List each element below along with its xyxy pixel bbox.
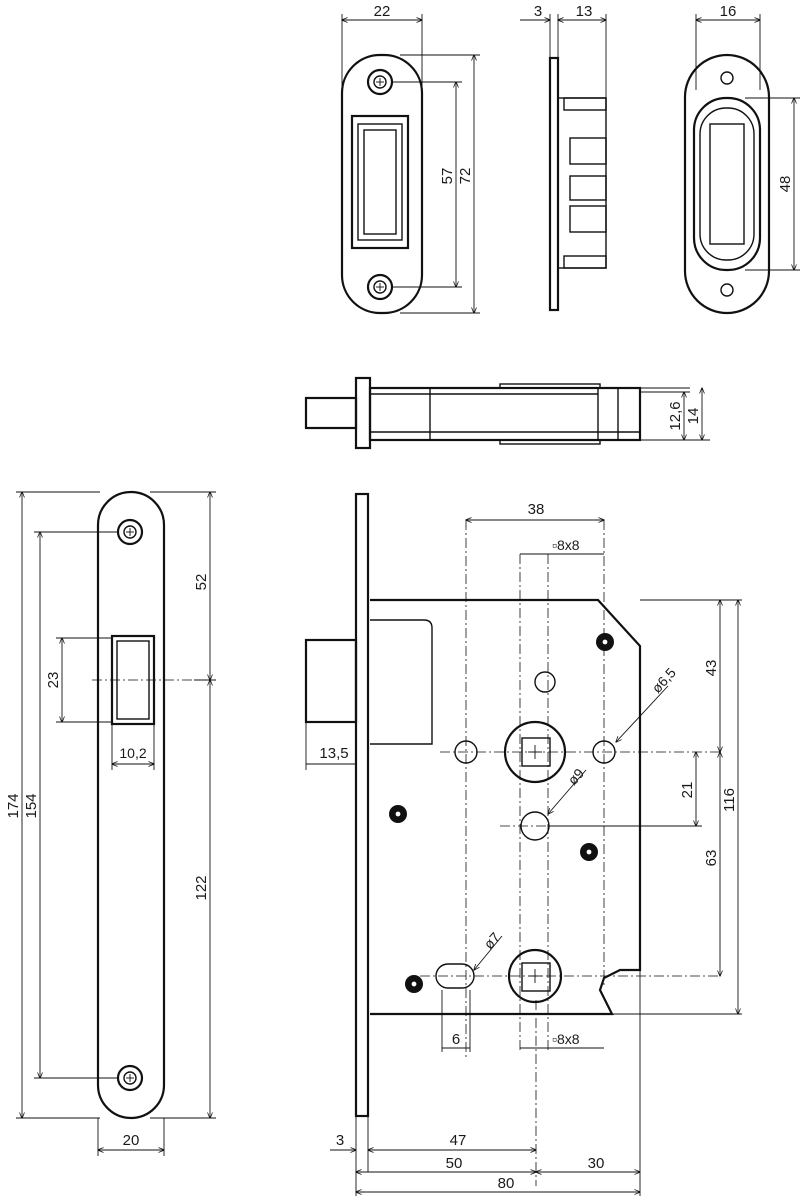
dim-latch-width: 10,2: [119, 745, 146, 761]
follower-icon: [503, 720, 567, 784]
dim-strike-plate-thickness: 3: [534, 3, 542, 20]
dim-strike-width: 22: [374, 3, 391, 20]
dim-strike-height: 72: [457, 168, 474, 185]
bolt-top-view: 12,6 14: [304, 376, 710, 450]
dim-strike-box-depth: 13: [576, 3, 593, 20]
dim-slot: ø7: [480, 929, 503, 952]
dim-square-bottom: ▫8x8: [552, 1031, 580, 1047]
rivet-icon: [596, 633, 614, 651]
strike-cover-view: 16 48: [683, 3, 800, 315]
screw-hole-icon: [116, 518, 144, 546]
rivet-icon: [405, 975, 423, 993]
dim-height-top: 43: [703, 660, 720, 677]
dim-body-height: 14: [685, 408, 702, 425]
dim-slot-width: 6: [452, 1031, 460, 1048]
dim-faceplate-height: 174: [5, 793, 22, 818]
dim-body-rest: 30: [588, 1155, 605, 1172]
dim-front-plate: 3: [336, 1132, 344, 1149]
dim-hole-small: ø6,5: [648, 664, 679, 696]
dim-body-length: 80: [498, 1175, 515, 1192]
hole-icon: [720, 283, 734, 297]
dim-latch-to-bottom: 122: [193, 875, 210, 900]
hole-icon: [720, 71, 734, 85]
dim-body-height: 116: [721, 788, 738, 812]
dim-spindle-to-center: 21: [679, 782, 696, 799]
dim-backset-bottom: 47: [450, 1132, 467, 1149]
dim-cover-width: 16: [720, 3, 737, 20]
dim-cover-opening: 48: [777, 176, 794, 193]
rivet-icon: [580, 843, 598, 861]
strike-plate-front-view: 22 57 72: [340, 3, 480, 315]
dim-latch-projection: 13,5: [319, 745, 348, 762]
hole-icon: [454, 740, 478, 764]
lock-body-view: 38 ▫8x8 ø6,5 ø9 ø7 6 ▫8x8 13,5 43: [304, 492, 742, 1196]
dim-strike-hole-distance: 57: [439, 168, 456, 185]
faceplate-view: 174 154 23 10,2 52 122 20: [5, 490, 216, 1156]
dim-backset: 50: [446, 1155, 463, 1172]
dim-faceplate-width: 20: [123, 1132, 140, 1149]
screw-hole-icon: [366, 273, 394, 301]
hole-icon: [534, 671, 556, 693]
hole-icon: [592, 740, 616, 764]
strike-side-view: 3 13: [520, 3, 607, 312]
dim-top-to-latch: 52: [193, 574, 210, 591]
slot-icon: [435, 963, 475, 989]
dim-bolt-height: 12,6: [667, 401, 684, 430]
dim-square-top: ▫8x8: [552, 537, 580, 553]
dim-hole-follower: ø9: [564, 765, 587, 788]
rivet-icon: [389, 805, 407, 823]
dim-faceplate-hole-distance: 154: [23, 793, 40, 818]
dim-spindle-offset: 38: [528, 501, 545, 518]
screw-hole-icon: [116, 1064, 144, 1092]
dim-latch-height: 23: [45, 672, 62, 689]
dim-center-to-bottom: 63: [703, 850, 720, 867]
follower-icon: [507, 948, 563, 1004]
screw-hole-icon: [366, 68, 394, 96]
